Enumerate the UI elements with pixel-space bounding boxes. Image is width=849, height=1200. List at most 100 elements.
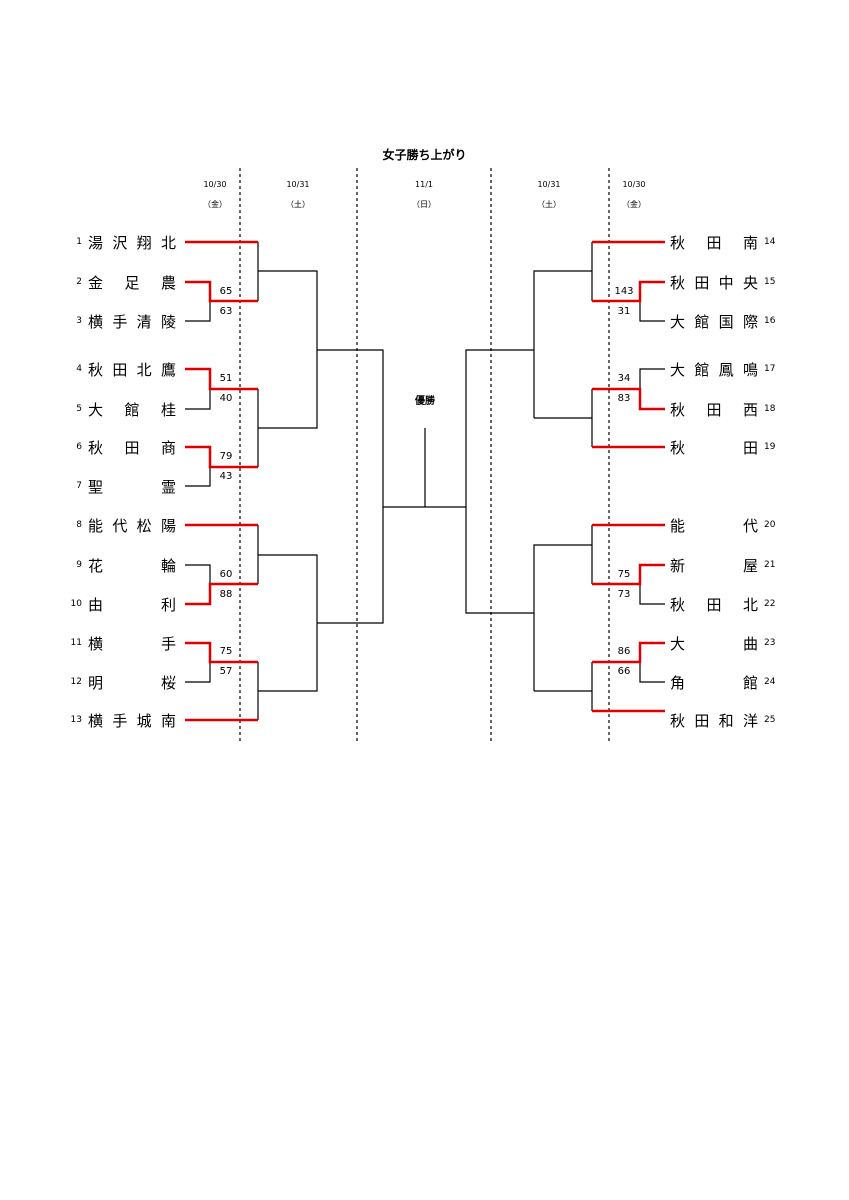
bracket-line [258, 270, 318, 350]
date-header-final: 11/1 （日） [394, 180, 454, 210]
right-winner-lines [592, 240, 665, 713]
team-name: 秋田南 [670, 233, 758, 252]
bracket-line [639, 301, 665, 322]
score-bottom: 73 [617, 589, 631, 600]
seed-number: 18 [764, 404, 776, 414]
seed-number: 21 [764, 560, 776, 570]
team-name: 花輪 [88, 556, 176, 575]
team-name: 大曲 [670, 634, 758, 653]
weekday-label: （日） [412, 200, 436, 209]
winner-line [592, 387, 665, 411]
bracket-line [185, 281, 211, 301]
team-name: 大館鳳鳴 [670, 360, 758, 379]
page-title: 女子勝ち上がり [382, 148, 467, 162]
score-top: 65 [219, 286, 233, 297]
team-row: 9 花輪 [62, 555, 176, 575]
team-row: 新屋 21 [670, 555, 775, 575]
bracket-line [533, 544, 592, 691]
weekday-label: （土） [286, 200, 310, 209]
bracket-line [185, 662, 211, 683]
score-top: 75 [219, 646, 233, 657]
score-top: 75 [617, 569, 631, 580]
score-bottom: 83 [617, 393, 631, 404]
bracket-line [258, 554, 318, 623]
right-black-lines [465, 242, 665, 711]
winner-line [592, 280, 665, 303]
seed-number: 13 [70, 715, 82, 725]
seed-number: 23 [764, 638, 776, 648]
bracket-line [533, 270, 592, 418]
seed-number: 11 [70, 638, 82, 648]
date-header-left-1: 10/30 （金） [185, 180, 245, 210]
team-name: 聖霊 [88, 477, 176, 496]
team-name: 新屋 [670, 556, 758, 575]
winner-line [185, 280, 258, 303]
team-name: 明桜 [88, 673, 176, 692]
team-name: 能代 [670, 516, 758, 535]
team-name: 角館 [670, 673, 758, 692]
team-row: 13 横手城南 [62, 710, 176, 730]
winner-line [592, 641, 665, 664]
score-bottom: 43 [219, 471, 233, 482]
bracket-line [185, 301, 211, 322]
weekday-label: （土） [537, 200, 561, 209]
date-header-right-2: 10/31 （土） [519, 180, 579, 210]
seed-number: 15 [764, 277, 776, 287]
team-name: 大館国際 [670, 312, 758, 331]
bracket-line [465, 507, 534, 614]
winner-line [185, 582, 258, 606]
score-top: 60 [219, 569, 233, 580]
team-name: 秋田西 [670, 400, 758, 419]
seed-number: 19 [764, 442, 776, 452]
seed-number: 12 [70, 677, 82, 687]
score-bottom: 63 [219, 306, 233, 317]
date-label: 10/30 [203, 180, 227, 189]
seed-number: 22 [764, 599, 776, 609]
seed-number: 8 [76, 520, 82, 530]
team-row: 秋田北 22 [670, 594, 775, 614]
score-top: 34 [617, 373, 631, 384]
team-row: 大曲 23 [670, 633, 775, 653]
date-label: 11/1 [415, 180, 433, 189]
score-top: 86 [617, 646, 631, 657]
seed-number: 2 [76, 277, 82, 287]
seed-number: 10 [70, 599, 82, 609]
seed-number: 6 [76, 442, 82, 452]
team-name: 秋田北 [670, 595, 758, 614]
seed-number: 25 [764, 715, 776, 725]
date-label: 10/31 [537, 180, 561, 189]
seed-number: 4 [76, 364, 82, 374]
winner-line [592, 563, 665, 586]
team-row: 秋田西 18 [670, 399, 775, 419]
seed-number: 9 [76, 560, 82, 570]
team-name: 横手城南 [88, 711, 176, 730]
team-name: 秋田 [670, 438, 758, 457]
champion-label: 優勝 [415, 396, 435, 407]
score-bottom: 31 [617, 306, 631, 317]
seed-number: 20 [764, 520, 776, 530]
bracket-line [639, 368, 665, 389]
score-top: 51 [219, 373, 233, 384]
left-winner-lines [185, 240, 258, 722]
team-name: 湯沢翔北 [88, 233, 176, 252]
score-bottom: 40 [219, 393, 233, 404]
date-header-left-2: 10/31 （土） [268, 180, 328, 210]
score-bottom: 88 [219, 589, 233, 600]
score-bottom: 66 [617, 666, 631, 677]
team-name: 能代松陽 [88, 516, 176, 535]
bracket-line [185, 564, 211, 584]
team-row: 能代 20 [670, 515, 775, 535]
